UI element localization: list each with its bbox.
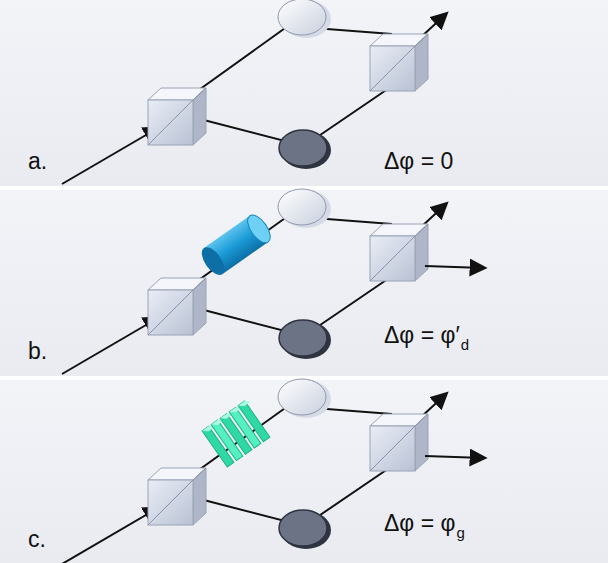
phase-label: Δφ = φ [384,512,455,535]
subscript: g [456,525,464,540]
panel-letter: c. [28,528,46,551]
dispersive-cylinder [197,211,274,279]
panel-letter: a. [28,150,47,173]
panel-letter: b. [28,340,47,363]
phase-label: Δφ = φ′ [384,324,460,347]
output-beam [425,266,484,268]
interferometer [62,379,446,563]
plate-stack [202,398,274,467]
panel [0,190,608,376]
panel [0,0,608,186]
panel [0,380,608,563]
output-beam [425,456,484,458]
phase-label: Δφ = 0 [384,150,453,173]
subscript: d [461,337,469,352]
